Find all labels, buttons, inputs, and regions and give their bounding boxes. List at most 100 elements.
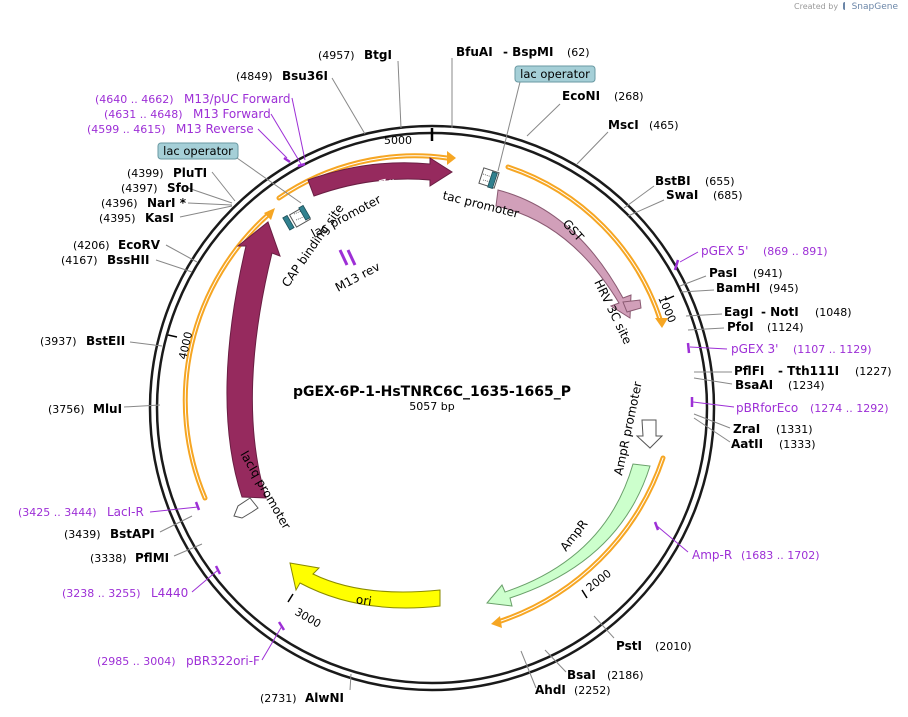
site-swai-name: SwaI bbox=[666, 188, 698, 202]
primer-pgex5-range: (869 .. 891) bbox=[763, 245, 828, 258]
primer-ampr-name: Amp-R bbox=[692, 548, 732, 562]
primer-laci-r-name: LacI-R bbox=[107, 505, 144, 519]
site-bspmi-name: - BspMI bbox=[503, 45, 553, 59]
primer-m13puc-forward-range: (4640 .. 4662) bbox=[95, 93, 174, 106]
site-pluti-name: PluTI bbox=[173, 166, 207, 180]
ruler-tick-1000 bbox=[664, 295, 675, 301]
site-alwni-pos: (2731) bbox=[260, 692, 297, 705]
ruler-label-3000: 3000 bbox=[293, 605, 324, 630]
snapgene-logo-icon bbox=[842, 2, 851, 10]
site-pflmi-name: PflMI bbox=[135, 551, 169, 565]
lac-operator-mark-right bbox=[487, 171, 498, 190]
primer-laci-r-range: (3425 .. 3444) bbox=[18, 506, 97, 519]
site-alwni-name: AlwNI bbox=[305, 691, 344, 705]
orf-arrowhead-ampr bbox=[491, 616, 502, 628]
lac-operator-box-left: lac operator bbox=[157, 142, 302, 204]
primer-marks bbox=[194, 156, 694, 631]
site-bsshii-name: BssHII bbox=[107, 253, 149, 267]
site-btgi-name: BtgI bbox=[364, 48, 392, 62]
site-aatii-pos: (1333) bbox=[779, 438, 816, 451]
site-swai-pos: (685) bbox=[713, 189, 743, 202]
site-sfoi-pos: (4397) bbox=[121, 182, 158, 195]
site-bstapi-name: BstAPI bbox=[110, 527, 155, 541]
site-ahdi-pos: (2252) bbox=[574, 684, 611, 697]
feature-m13-rev-mark bbox=[338, 249, 357, 266]
orf-arrowhead-gst bbox=[655, 318, 668, 328]
primer-m13-reverse-range: (4599 .. 4615) bbox=[87, 123, 166, 136]
ruler-tick-3000 bbox=[287, 593, 294, 603]
primer-leaders bbox=[149, 97, 735, 661]
feature-laciq-promoter bbox=[233, 497, 259, 519]
credit-prefix: Created by bbox=[794, 2, 839, 11]
site-bsteii-pos: (3937) bbox=[40, 335, 77, 348]
primer-pbrforeco-range: (1274 .. 1292) bbox=[810, 402, 889, 415]
site-bsai-name: BsaI bbox=[567, 668, 596, 682]
site-bamhi-name: BamHI bbox=[716, 281, 760, 295]
site-kasi-pos: (4395) bbox=[99, 212, 136, 225]
primer-pgex5-name: pGEX 5' bbox=[701, 244, 748, 258]
cap-binding-site-mark bbox=[282, 214, 295, 231]
site-leaders bbox=[123, 58, 733, 691]
snapgene-credit: Created by SnapGene bbox=[794, 2, 898, 12]
site-pflfi-name: PflFI bbox=[734, 364, 764, 378]
backbone-outer bbox=[148, 124, 716, 692]
site-pasi-pos: (941) bbox=[753, 267, 783, 280]
feature-laci bbox=[226, 221, 281, 499]
orf-arrowhead-laci bbox=[264, 208, 275, 220]
primer-ampr-range: (1683 .. 1702) bbox=[741, 549, 820, 562]
site-bsai-pos: (2186) bbox=[607, 669, 644, 682]
site-zrai-pos: (1331) bbox=[776, 423, 813, 436]
orf-arrowhead-lacza bbox=[447, 151, 456, 165]
site-bamhi-pos: (945) bbox=[769, 282, 799, 295]
site-pfoi-pos: (1124) bbox=[767, 321, 804, 334]
lac-operator-box-top: lac operator bbox=[497, 65, 596, 172]
site-econi-name: EcoNI bbox=[562, 89, 600, 103]
credit-brand: SnapGene bbox=[851, 2, 898, 12]
site-pflfi-pos: (1227) bbox=[855, 365, 892, 378]
ruler-tick-2000 bbox=[581, 589, 588, 599]
site-bsu36i-pos: (4849) bbox=[236, 70, 273, 83]
restriction-sites: BfuAI - BspMI (62) EcoNI (268) MscI (465… bbox=[40, 45, 892, 705]
site-psti-pos: (2010) bbox=[655, 640, 692, 653]
site-nari-pos: (4396) bbox=[101, 197, 138, 210]
feature-label-laci: lacI bbox=[213, 350, 229, 372]
site-msci-pos: (465) bbox=[649, 119, 679, 132]
site-noti-name: - NotI bbox=[761, 305, 799, 319]
plasmid-length: 5057 bp bbox=[409, 400, 454, 413]
primer-m13-forward-range: (4631 .. 4648) bbox=[104, 108, 183, 121]
site-btgi-pos: (4957) bbox=[318, 49, 355, 62]
site-ahdi-name: AhdI bbox=[535, 683, 566, 697]
site-nari-name: NarI * bbox=[147, 196, 187, 210]
lac-operator-box-left-label: lac operator bbox=[163, 144, 233, 158]
site-bsaai-name: BsaAI bbox=[735, 378, 773, 392]
site-zrai-name: ZraI bbox=[733, 422, 760, 436]
site-bstapi-pos: (3439) bbox=[64, 528, 101, 541]
primer-l4440-name: L4440 bbox=[151, 586, 188, 600]
site-bstbi-name: BstBI bbox=[655, 174, 691, 188]
primers: pGEX 5' (869 .. 891) pGEX 3' (1107 .. 11… bbox=[18, 92, 889, 668]
site-bsu36i-name: Bsu36I bbox=[282, 69, 328, 83]
site-mlui-pos: (3756) bbox=[48, 403, 85, 416]
primer-m13-reverse-name: M13 Reverse bbox=[176, 122, 254, 136]
feature-ampr bbox=[486, 463, 651, 607]
feature-gst bbox=[495, 189, 632, 319]
site-pluti-pos: (4399) bbox=[127, 167, 164, 180]
primer-l4440-range: (3238 .. 3255) bbox=[62, 587, 141, 600]
ruler-tick-4000 bbox=[167, 334, 178, 338]
lac-operator-mark-left bbox=[298, 204, 311, 221]
feature-hrv-site bbox=[622, 299, 642, 313]
site-psti-name: PstI bbox=[616, 639, 642, 653]
site-pasi-name: PasI bbox=[709, 266, 737, 280]
site-mlui-name: MluI bbox=[93, 402, 122, 416]
site-tth111i-name: - Tth111I bbox=[778, 364, 839, 378]
ruler-label-5000: 5000 bbox=[384, 134, 412, 147]
primer-m13-forward-name: M13 Forward bbox=[193, 107, 271, 121]
site-bfuai-name: BfuAI bbox=[456, 45, 493, 59]
primer-pbr322ori-range: (2985 .. 3004) bbox=[97, 655, 176, 668]
site-eagi-pos: (1048) bbox=[815, 306, 852, 319]
primer-pgex3-range: (1107 .. 1129) bbox=[793, 343, 872, 356]
primer-pbrforeco-name: pBRforEco bbox=[736, 401, 798, 415]
label-m13-rev: M13 rev bbox=[333, 259, 382, 294]
site-kasi-name: KasI bbox=[145, 211, 174, 225]
